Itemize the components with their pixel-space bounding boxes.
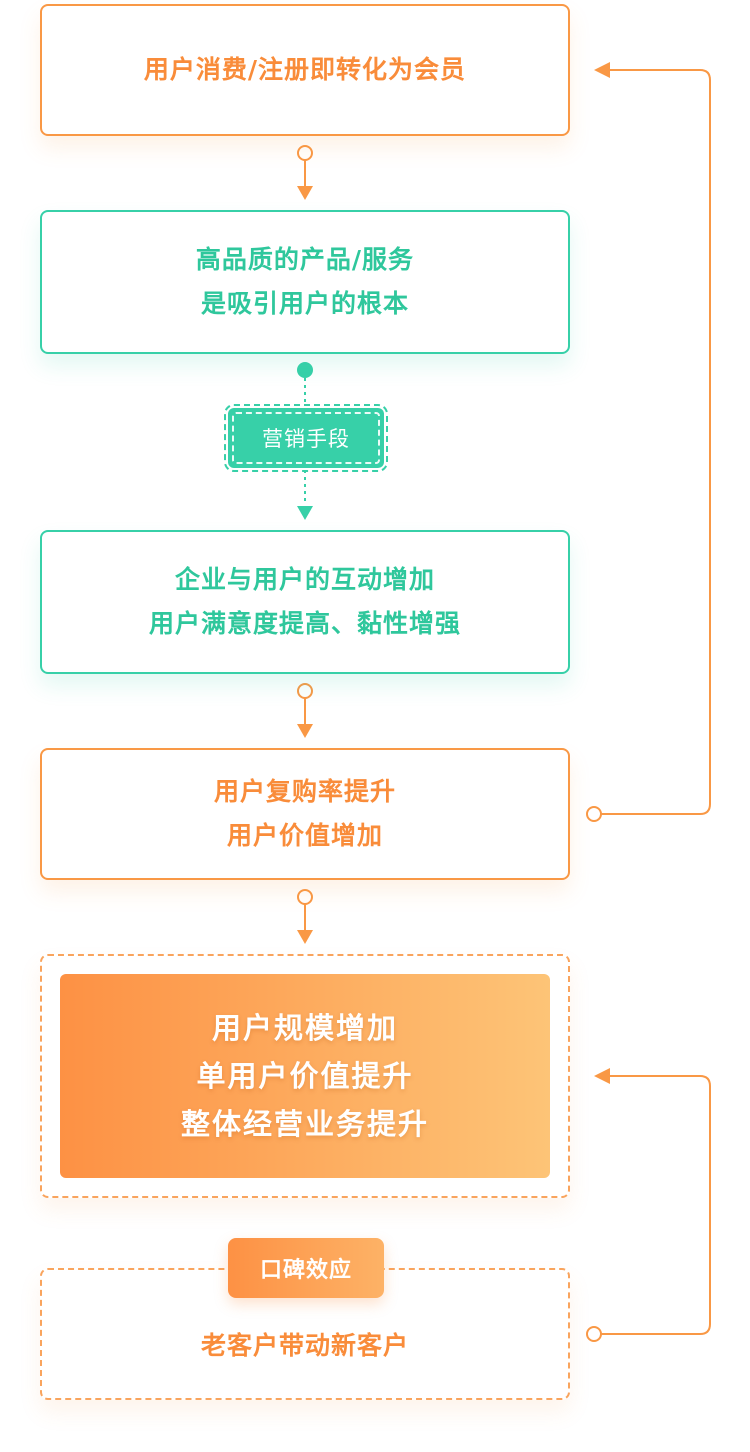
arrow-left-icon	[594, 62, 610, 78]
connector-start-dot	[586, 806, 602, 822]
referral-text: 老客户带动新客户	[200, 1331, 409, 1360]
step-text: 用户满意度提高、黏性增强	[148, 609, 461, 638]
step-quality-product: 高品质的产品/服务 是吸引用户的根本	[40, 210, 570, 354]
arrow-down-icon	[297, 186, 313, 200]
connector-start-dot	[297, 145, 313, 161]
step-text: 用户复购率提升	[213, 777, 396, 806]
loop-referral-to-result	[586, 1068, 711, 1342]
arrow-down-icon	[297, 930, 313, 944]
arrow-left-icon	[594, 1068, 610, 1084]
arrow-down-icon	[297, 724, 313, 738]
step-repurchase-increase: 用户复购率提升 用户价值增加	[40, 748, 570, 880]
step-text: 用户消费/注册即转化为会员	[143, 55, 467, 84]
step-text: 高品质的产品/服务	[195, 245, 415, 274]
step-user-interaction: 企业与用户的互动增加 用户满意度提高、黏性增强	[40, 530, 570, 674]
connector-start-dot	[297, 362, 313, 378]
step-text: 企业与用户的互动增加	[174, 565, 435, 594]
referral-frame	[40, 1268, 570, 1400]
connector-start-dot	[297, 889, 313, 905]
connector-step4-to-result	[297, 889, 313, 944]
marketing-means-badge: 营销手段	[224, 404, 388, 472]
step-text: 是吸引用户的根本	[200, 289, 409, 318]
word-of-mouth-badge: 口碑效应	[228, 1238, 384, 1298]
result-text: 整体经营业务提升	[180, 1107, 429, 1141]
result-text: 用户规模增加	[211, 1011, 398, 1045]
loop-step4-to-step1	[586, 62, 711, 822]
connector-start-dot	[297, 683, 313, 699]
result-card: 用户规模增加 单用户价值提升 整体经营业务提升	[60, 974, 550, 1178]
connector-step3-to-step4	[297, 683, 313, 738]
arrow-down-icon	[297, 506, 313, 520]
connector-step1-to-step2	[297, 145, 313, 200]
step-convert-to-member: 用户消费/注册即转化为会员	[40, 4, 570, 136]
step-text: 用户价值增加	[226, 821, 383, 850]
connector-start-dot	[586, 1326, 602, 1342]
result-text: 单用户价值提升	[196, 1059, 414, 1093]
